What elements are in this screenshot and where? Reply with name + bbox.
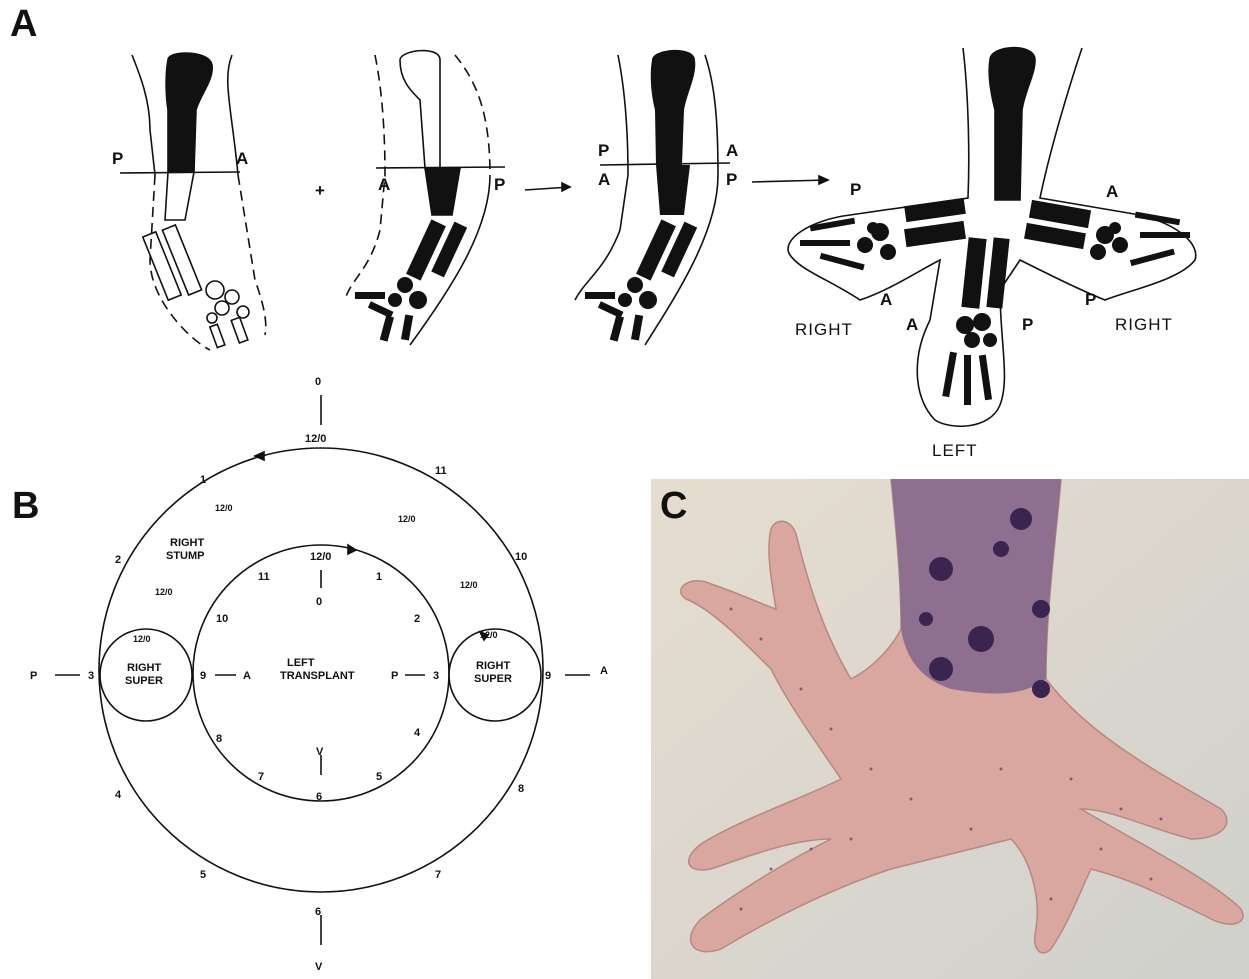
inner-num-7: 7 bbox=[258, 771, 264, 783]
label-a-3a: A bbox=[598, 170, 610, 189]
outer-num-9: 9 bbox=[545, 670, 551, 682]
outer-num-11: 11 bbox=[435, 465, 447, 477]
outer-num-3: 3 bbox=[88, 670, 94, 682]
inner-num-1: 1 bbox=[376, 571, 382, 583]
outer-bottom-six: 6 bbox=[315, 906, 321, 918]
right-super-left-line1: RIGHT bbox=[127, 662, 162, 674]
label-a-2: A bbox=[378, 175, 390, 194]
right-stump-line1: RIGHT bbox=[170, 537, 205, 549]
b-label-p-inner: P bbox=[391, 670, 398, 682]
outer-num-10: 10 bbox=[515, 551, 527, 563]
inner-num-8: 8 bbox=[216, 733, 222, 745]
outer-bottom-v: V bbox=[315, 961, 323, 970]
inner-num-10: 10 bbox=[216, 613, 228, 625]
panel-label-c: C bbox=[660, 487, 687, 525]
supernumerary-bones bbox=[800, 198, 1190, 405]
left-transplant-line1: LEFT bbox=[287, 657, 315, 669]
outer-top-zero: 0 bbox=[315, 376, 321, 388]
outer-num-7: 7 bbox=[435, 869, 441, 881]
supernumerary-limb-4 bbox=[788, 48, 1196, 427]
super-right-12: 12/0 bbox=[480, 630, 498, 640]
panel-b-diagram: 0 12/0 6 V 12/0 0 V 6 RIGHT STUMP LEFT T… bbox=[0, 370, 640, 970]
radius-dark-2 bbox=[425, 168, 460, 215]
salamander-limb-photo bbox=[651, 479, 1249, 979]
inner-num-3: 3 bbox=[433, 670, 439, 682]
label-a-3b: A bbox=[726, 141, 738, 160]
inner-num-4: 4 bbox=[414, 727, 421, 739]
right-super-right-line1: RIGHT bbox=[476, 660, 511, 672]
outer-num-4: 4 bbox=[115, 789, 122, 801]
label-a-4c: A bbox=[906, 315, 918, 334]
outer-12-c: 12/0 bbox=[155, 587, 173, 597]
inner-num-5: 5 bbox=[376, 771, 382, 783]
label-p-4c: P bbox=[1022, 315, 1033, 334]
left-transplant-line2: TRANSPLANT bbox=[280, 670, 355, 682]
outer-num-8: 8 bbox=[518, 783, 524, 795]
inner-bottom-v: V bbox=[316, 746, 324, 758]
label-right-2: RIGHT bbox=[1115, 315, 1173, 334]
radius-open-1 bbox=[165, 172, 194, 220]
humerus-dark-1 bbox=[166, 53, 212, 172]
label-a-4a: A bbox=[1106, 182, 1118, 201]
hand-dark-2 bbox=[355, 219, 467, 341]
b-label-a-inner: A bbox=[243, 670, 251, 682]
right-super-right-line2: SUPER bbox=[474, 673, 512, 685]
inner-bottom-six: 6 bbox=[316, 791, 322, 803]
label-right-1: RIGHT bbox=[795, 320, 853, 339]
label-p-2: P bbox=[494, 175, 505, 194]
b-label-p-left: P bbox=[30, 670, 37, 682]
super-left-12: 12/0 bbox=[133, 634, 151, 644]
inner-top-12: 12/0 bbox=[310, 551, 331, 563]
label-left: LEFT bbox=[932, 441, 978, 460]
right-super-left-line2: SUPER bbox=[125, 675, 163, 687]
panel-c-photo: C bbox=[651, 479, 1249, 979]
outer-top-12: 12/0 bbox=[305, 433, 326, 445]
plus-sign: + bbox=[315, 181, 325, 200]
outer-12-d: 12/0 bbox=[460, 580, 478, 590]
hand-open-1 bbox=[143, 225, 249, 348]
inner-num-11: 11 bbox=[258, 571, 270, 583]
label-a-1: A bbox=[236, 149, 248, 168]
inner-num-2: 2 bbox=[414, 613, 420, 625]
label-p-4a: P bbox=[850, 180, 861, 199]
b-label-a-right: A bbox=[600, 665, 608, 677]
right-stump-line2: STUMP bbox=[166, 550, 205, 562]
inner-top-zero: 0 bbox=[316, 596, 322, 608]
outer-num-1: 1 bbox=[200, 474, 206, 486]
hand-dark-3 bbox=[585, 50, 697, 342]
label-p-3b: P bbox=[726, 170, 737, 189]
label-p-3a: P bbox=[598, 141, 609, 160]
outer-12-a: 12/0 bbox=[215, 503, 233, 513]
label-a-4b: A bbox=[880, 290, 892, 309]
outer-num-5: 5 bbox=[200, 869, 206, 881]
label-p-4b: P bbox=[1085, 290, 1096, 309]
inner-num-9: 9 bbox=[200, 670, 206, 682]
label-p-1: P bbox=[112, 149, 123, 168]
outer-12-b: 12/0 bbox=[398, 514, 416, 524]
outer-num-2: 2 bbox=[115, 554, 121, 566]
